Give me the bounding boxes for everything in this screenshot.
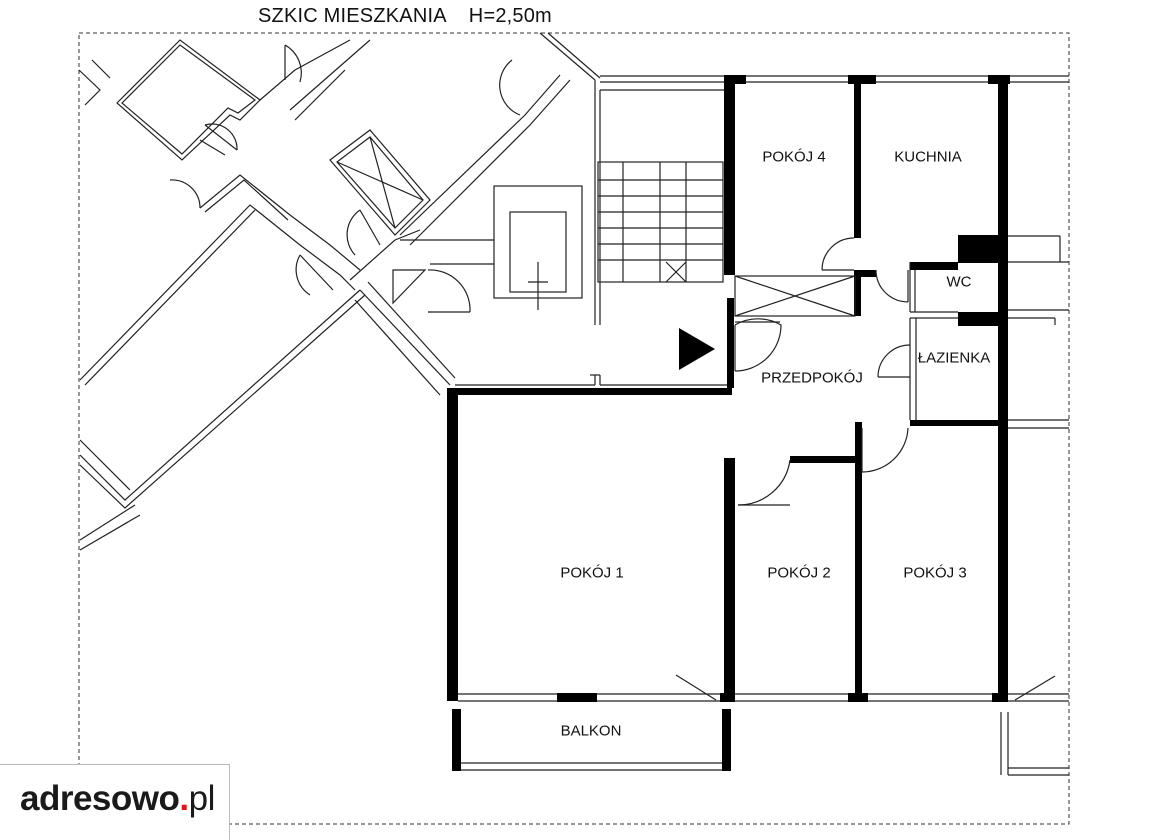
plan-title: SZKIC MIESZKANIA H=2,50m [258, 5, 552, 28]
room-label-pokoj-4: POKÓJ 4 [762, 148, 826, 166]
room-label-przedpokoj: PRZEDPOKÓJ [761, 369, 863, 387]
entrance-arrow-icon [679, 328, 715, 370]
plot-boundary [78, 32, 1070, 825]
logo-text: adresowo.pl [20, 779, 215, 819]
plan-title-text: SZKIC MIESZKANIA [258, 5, 447, 27]
neighbor-building [78, 32, 601, 551]
ceiling-height-label: H=2,50m [468, 5, 552, 27]
room-label-wc: WC [946, 273, 972, 291]
adresowo-logo[interactable]: adresowo.pl [0, 764, 230, 840]
room-label-lazienka: ŁAZIENKA [917, 349, 991, 367]
room-label-pokoj-1: POKÓJ 1 [560, 564, 624, 582]
apartment-thin-lines [458, 75, 1069, 776]
logo-dot: . [179, 779, 189, 818]
room-label-kuchnia: KUCHNIA [894, 148, 962, 166]
room-label-pokoj-2: POKÓJ 2 [767, 564, 831, 582]
room-label-pokoj-3: POKÓJ 3 [903, 564, 967, 582]
logo-name: adresowo [20, 779, 180, 818]
apartment-walls [447, 75, 1010, 771]
stair-core [392, 80, 728, 386]
logo-tld: pl [188, 779, 216, 818]
room-label-balkon: BALKON [560, 722, 622, 740]
